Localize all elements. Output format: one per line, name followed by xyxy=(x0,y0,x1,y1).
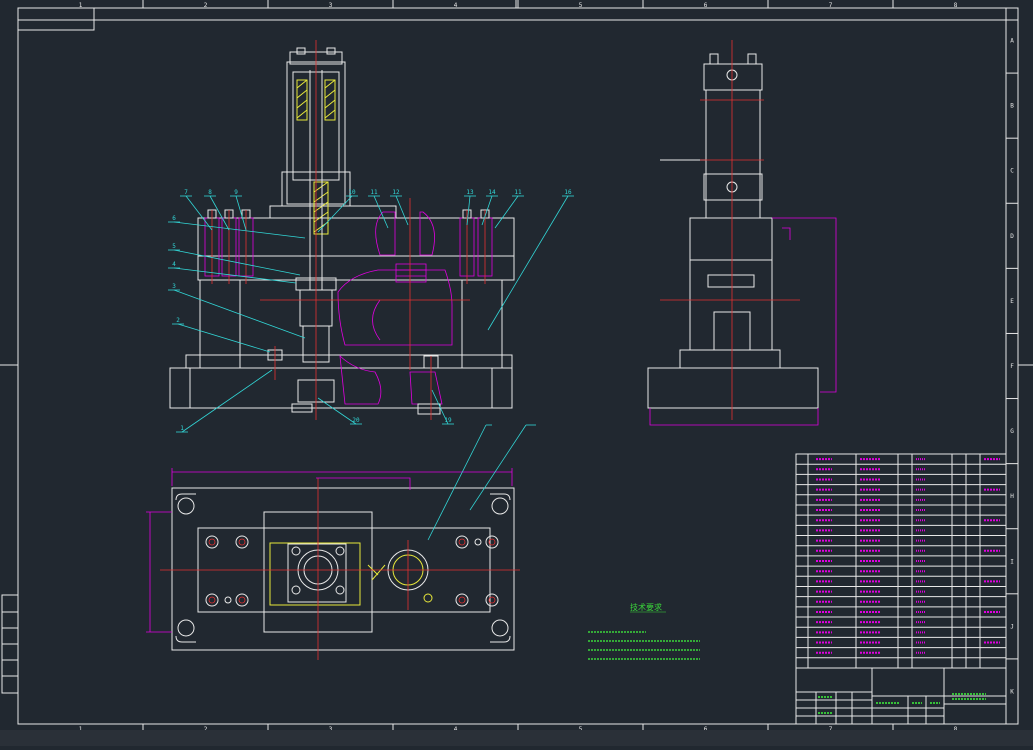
grid-row-label: K xyxy=(1010,688,1014,695)
grid-row-label: F xyxy=(1010,363,1014,370)
grid-col-label-top: 4 xyxy=(454,2,458,9)
grid-col-label-top: 5 xyxy=(579,2,583,9)
part-callout-number: 3 xyxy=(172,283,176,290)
grid-row-label: A xyxy=(1010,38,1014,45)
grid-row-label: G xyxy=(1010,428,1014,435)
part-callout-number: 11 xyxy=(514,189,522,196)
drawing-border xyxy=(0,0,1033,725)
grid-row-label: J xyxy=(1010,623,1014,630)
part-callout-number: 1 xyxy=(180,425,184,432)
part-callout-number: 4 xyxy=(172,261,176,268)
grid-col-label-bottom: 7 xyxy=(829,726,833,733)
grid-col-label-top: 8 xyxy=(954,2,958,9)
grid-col-label-top: 3 xyxy=(329,2,333,9)
grid-row-label: C xyxy=(1010,168,1014,175)
technical-notes: 技术要求 xyxy=(588,602,700,660)
grid-row-label: E xyxy=(1010,298,1014,305)
part-callout-number: 12 xyxy=(392,189,400,196)
grid-col-label-bottom: 4 xyxy=(454,726,458,733)
part-callout-number: 6 xyxy=(172,215,176,222)
part-callout-number: 5 xyxy=(172,243,176,250)
grid-row-label: I xyxy=(1010,558,1014,565)
part-callout-number: 8 xyxy=(208,189,212,196)
grid-col-label-bottom: 5 xyxy=(579,726,583,733)
part-callout-number: 16 xyxy=(564,189,572,196)
part-callout-number: 13 xyxy=(466,189,474,196)
grid-col-label-bottom: 2 xyxy=(204,726,208,733)
part-callout-number: 20 xyxy=(352,417,360,424)
part-callout-number: 2 xyxy=(176,317,180,324)
part-callout-number: 11 xyxy=(370,189,378,196)
grid-row-label: H xyxy=(1010,493,1014,500)
part-callout-number: 19 xyxy=(444,417,452,424)
grid-col-label-bottom: 1 xyxy=(79,726,83,733)
bottom-status-bar xyxy=(0,730,1033,746)
grid-col-label-bottom: 6 xyxy=(704,726,708,733)
parts-list-table xyxy=(795,453,1007,669)
grid-row-label: B xyxy=(1010,103,1014,110)
part-callout-number: 14 xyxy=(488,189,496,196)
plan-callout-leaders xyxy=(427,424,536,541)
grid-col-label-top: 2 xyxy=(204,2,208,9)
side-view[interactable] xyxy=(647,40,837,426)
left-revision-strip xyxy=(1,594,19,694)
part-callout-number: 7 xyxy=(184,189,188,196)
grid-col-label-top: 1 xyxy=(79,2,83,9)
grid-row-ticks: A B C D E F G H I J K xyxy=(1006,38,1018,695)
part-callout-number: 10 xyxy=(348,189,356,196)
front-section-view[interactable] xyxy=(169,40,515,420)
part-callout-number: 9 xyxy=(234,189,238,196)
grid-col-label-top: 6 xyxy=(704,2,708,9)
plan-view[interactable] xyxy=(146,468,520,660)
notes-title: 技术要求 xyxy=(630,602,662,612)
grid-row-label: D xyxy=(1010,233,1014,240)
grid-col-label-bottom: 3 xyxy=(329,726,333,733)
title-block xyxy=(795,667,1007,725)
grid-col-label-bottom: 8 xyxy=(954,726,958,733)
grid-col-label-top: 7 xyxy=(829,2,833,9)
